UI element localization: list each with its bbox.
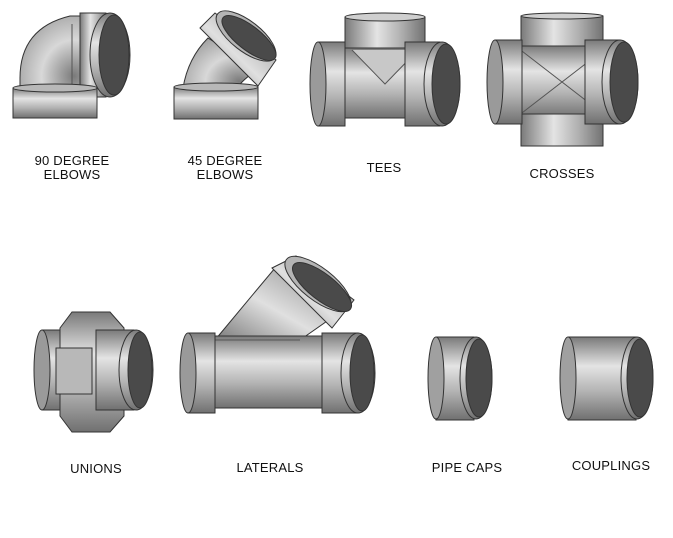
cross-icon [486,12,639,147]
coupling-icon [559,336,654,421]
label-pipe-cap: PIPE CAPS [431,460,503,475]
pipe-cap-icon [427,336,493,421]
elbow-90-icon [12,12,131,119]
elbow-45-icon [173,10,277,120]
union-icon [33,311,154,433]
lateral-icon [179,255,376,414]
label-lateral: LATERALS [236,460,304,475]
label-elbow-90: 90 DEGREE ELBOWS [34,153,110,182]
label-coupling: COUPLINGS [571,458,651,473]
tee-icon [309,12,461,127]
label-cross: CROSSES [529,166,595,181]
label-tee: TEES [366,160,402,175]
label-elbow-45: 45 DEGREE ELBOWS [187,153,263,182]
label-union: UNIONS [70,461,122,476]
